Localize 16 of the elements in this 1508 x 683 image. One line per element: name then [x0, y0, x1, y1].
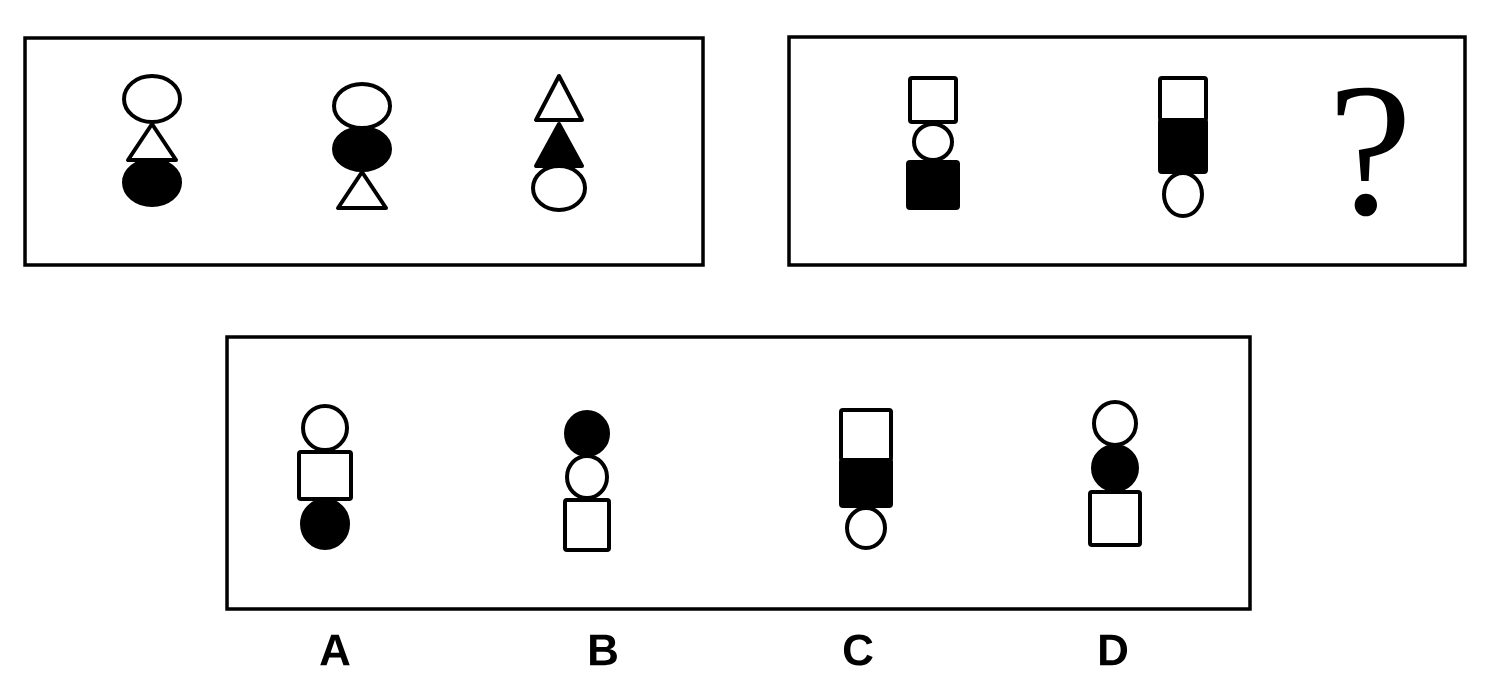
- panel-box: [23, 36, 705, 267]
- figure-drawing: [563, 410, 611, 552]
- figure-drawing: [332, 82, 392, 210]
- option-letter: B: [590, 634, 617, 666]
- figure-drawing: [1158, 76, 1208, 218]
- figure-drawing: [839, 408, 893, 550]
- option-letter: C: [843, 634, 873, 666]
- panel-box: [225, 335, 1252, 611]
- figure-drawing: [1088, 400, 1142, 547]
- figure-drawing: [906, 76, 960, 210]
- panel-box: ?: [787, 35, 1467, 267]
- figure-drawing: [122, 74, 182, 207]
- option-letter: A: [320, 634, 350, 666]
- figure-drawing: [531, 74, 587, 212]
- option-letter: D: [1100, 634, 1128, 666]
- figure-drawing: [297, 404, 353, 550]
